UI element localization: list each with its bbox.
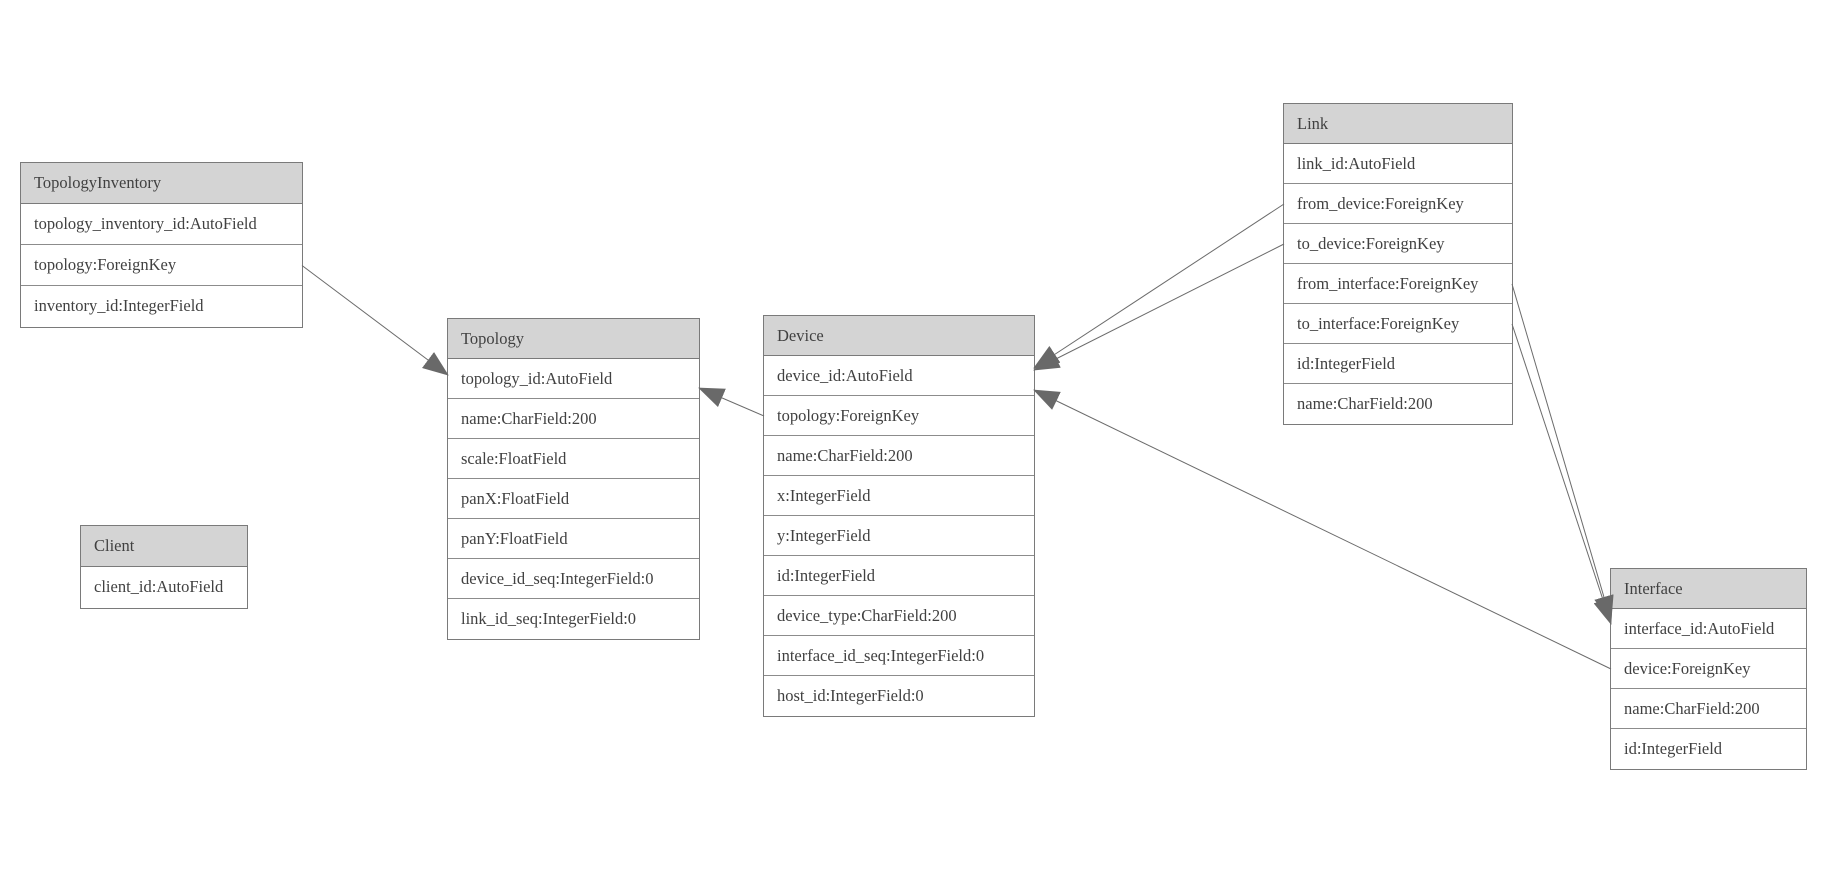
entity-field-row: id:IntegerField xyxy=(1284,344,1512,384)
entity-field-row: interface_id:AutoField xyxy=(1611,609,1806,649)
relationship-line-interface-to-device xyxy=(1033,389,1612,670)
entity-field-row: interface_id_seq:IntegerField:0 xyxy=(764,636,1034,676)
entity-field-row: topology_id:AutoField xyxy=(448,359,699,399)
entity-title: Topology xyxy=(448,319,699,359)
entity-title: Link xyxy=(1284,104,1512,144)
entity-field-row: panY:FloatField xyxy=(448,519,699,559)
relationship-line-link-to-interface xyxy=(1511,283,1614,622)
entity-title: Device xyxy=(764,316,1034,356)
entity-field-row: panX:FloatField xyxy=(448,479,699,519)
entity-field-row: id:IntegerField xyxy=(1611,729,1806,769)
entity-field-row: x:IntegerField xyxy=(764,476,1034,516)
relationship-line-device-to-topology xyxy=(698,387,765,417)
relationship-line-link-to-interface xyxy=(1511,323,1613,625)
entity-field-row: from_interface:ForeignKey xyxy=(1284,264,1512,304)
entity-field-row: link_id_seq:IntegerField:0 xyxy=(448,599,699,639)
entity-field-row: link_id:AutoField xyxy=(1284,144,1512,184)
relationship-line-topology_inventory-to-topology xyxy=(301,265,449,376)
entity-field-row: name:CharField:200 xyxy=(448,399,699,439)
entity-field-row: name:CharField:200 xyxy=(1611,689,1806,729)
entity-field-row: device_id:AutoField xyxy=(764,356,1034,396)
relationship-line-link-to-device xyxy=(1033,243,1285,371)
entity-field-row: id:IntegerField xyxy=(764,556,1034,596)
entity-title: Interface xyxy=(1611,569,1806,609)
entity-field-row: client_id:AutoField xyxy=(81,567,247,608)
entity-field-row: host_id:IntegerField:0 xyxy=(764,676,1034,716)
entity-field-row: device_id_seq:IntegerField:0 xyxy=(448,559,699,599)
entity-field-row: y:IntegerField xyxy=(764,516,1034,556)
entity-field-row: inventory_id:IntegerField xyxy=(21,286,302,327)
entity-field-row: to_device:ForeignKey xyxy=(1284,224,1512,264)
entity-title: Client xyxy=(81,526,247,567)
entity-title: TopologyInventory xyxy=(21,163,302,204)
entity-field-row: name:CharField:200 xyxy=(764,436,1034,476)
entity-field-row: device_type:CharField:200 xyxy=(764,596,1034,636)
entity-field-row: from_device:ForeignKey xyxy=(1284,184,1512,224)
entity-field-row: scale:FloatField xyxy=(448,439,699,479)
entity-field-row: topology_inventory_id:AutoField xyxy=(21,204,302,245)
entity-field-row: to_interface:ForeignKey xyxy=(1284,304,1512,344)
relationship-line-link-to-device xyxy=(1033,203,1285,369)
entity-field-row: topology:ForeignKey xyxy=(21,245,302,286)
entity-field-row: name:CharField:200 xyxy=(1284,384,1512,424)
entity-field-row: device:ForeignKey xyxy=(1611,649,1806,689)
entity-field-row: topology:ForeignKey xyxy=(764,396,1034,436)
